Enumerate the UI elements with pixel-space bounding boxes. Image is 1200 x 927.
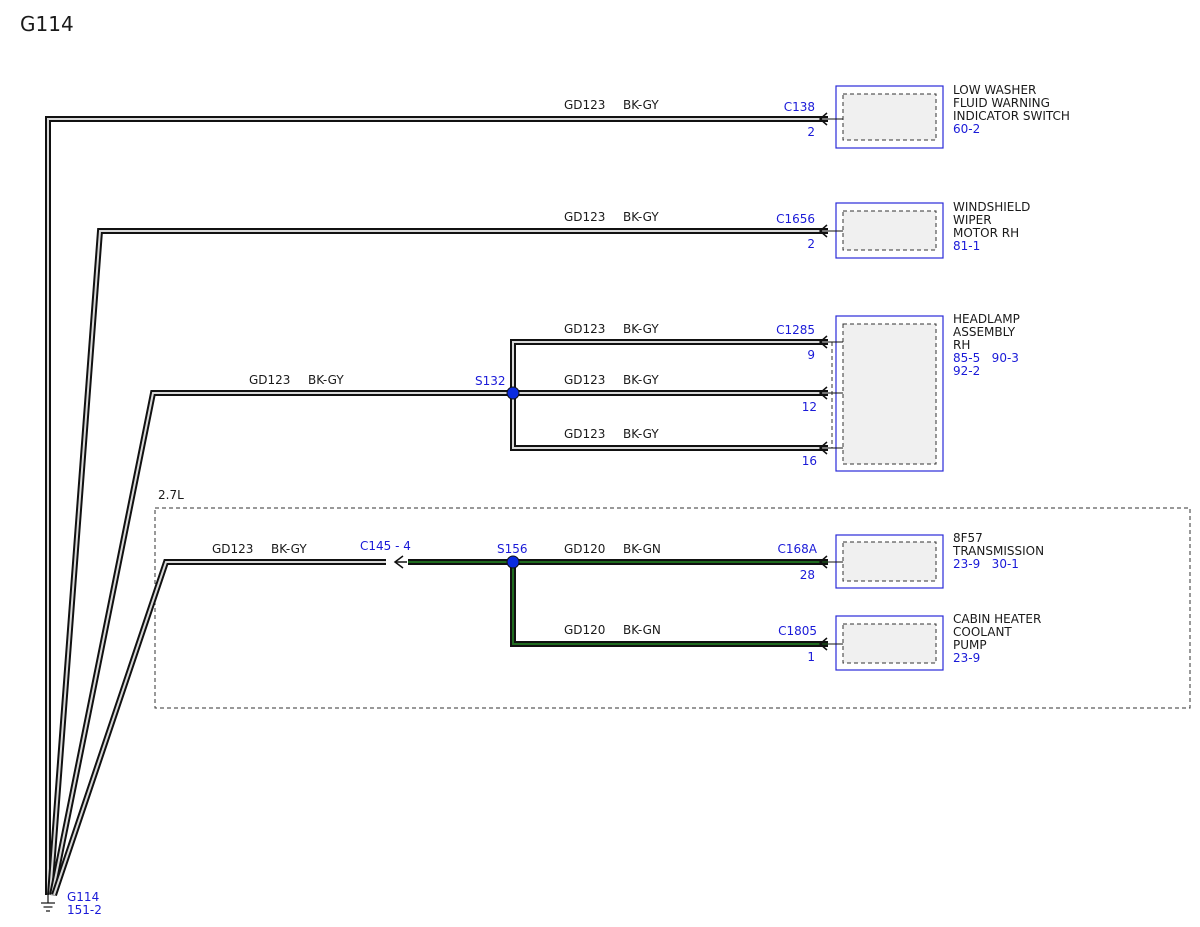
component-name-line: TRANSMISSION — [952, 544, 1044, 558]
connector-id: C1805 — [778, 624, 817, 638]
component-ref-link[interactable]: 92-2 — [953, 364, 980, 378]
wire-ground-s132[interactable] — [49, 390, 513, 896]
wire-color-label: BK-GY — [623, 373, 659, 387]
component-labels: LOW WASHER FLUID WARNING INDICATOR SWITC… — [952, 83, 1070, 665]
component-ref-link[interactable]: 85-5 90-3 — [953, 351, 1019, 365]
wire-s132-c1285-16[interactable] — [510, 393, 828, 451]
connector-id: C1285 — [776, 323, 815, 337]
component-name-line: WIPER — [953, 213, 992, 227]
component-low-washer-switch[interactable] — [835, 85, 944, 149]
component-transmission[interactable] — [835, 534, 944, 589]
wire-color-label: BK-GY — [623, 427, 659, 441]
wire-circuit-label: GD123 — [564, 427, 605, 441]
wire-s132-c1285-9[interactable] — [510, 339, 828, 393]
pin-arrow-icon[interactable] — [818, 555, 843, 569]
wire-circuit-label: GD123 — [564, 322, 605, 336]
component-name-line: FLUID WARNING — [953, 96, 1050, 110]
wire-circuit-label: GD123 — [249, 373, 290, 387]
connector-pin: 1 — [807, 650, 815, 664]
connector-pin: 2 — [807, 125, 815, 139]
connector-pin: 2 — [807, 237, 815, 251]
connector-pin-arrows — [818, 112, 843, 651]
inline-connector-label: C145 - 4 — [360, 539, 411, 553]
component-name-line: RH — [953, 338, 970, 352]
pin-arrow-icon[interactable] — [818, 224, 843, 238]
wire-color-label: BK-GY — [271, 542, 307, 556]
component-name-line: 8F57 — [953, 531, 983, 545]
wire-circuit-label: GD123 — [212, 542, 253, 556]
connector-labels: C138 2 C1656 2 C1285 9 12 16 C168A 28 C1… — [776, 100, 818, 664]
component-name-line: MOTOR RH — [953, 226, 1019, 240]
connector-id: C168A — [778, 542, 818, 556]
component-name-line: CABIN HEATER — [953, 612, 1041, 626]
wire-circuit-label: GD123 — [564, 210, 605, 224]
component-name-line: INDICATOR SWITCH — [953, 109, 1070, 123]
connector-pin: 16 — [802, 454, 817, 468]
wire-color-label: BK-GY — [623, 322, 659, 336]
ground-icon[interactable] — [41, 893, 55, 912]
wire-color-label: BK-GY — [623, 98, 659, 112]
wire-ground-c1656[interactable] — [47, 228, 828, 896]
wire-labels: GD123 BK-GY GD123 BK-GY GD123 BK-GY GD12… — [212, 98, 661, 637]
wires-bk-gn — [408, 559, 828, 647]
component-ref-link[interactable]: 23-9 30-1 — [953, 557, 1019, 571]
ground-ref-link[interactable]: 151-2 — [67, 903, 102, 917]
pin-arrow-icon[interactable] — [818, 637, 843, 651]
page-title: G114 — [20, 12, 74, 36]
splice-label-s132: S132 — [475, 374, 506, 388]
component-ref-link[interactable]: 60-2 — [953, 122, 980, 136]
splice-s156[interactable] — [506, 555, 520, 569]
pin-arrow-icon[interactable] — [818, 386, 843, 400]
wire-s156-c1805[interactable] — [510, 562, 828, 647]
connector-pin: 12 — [802, 400, 817, 414]
inline-connector-c145[interactable] — [393, 555, 407, 569]
wire-circuit-label: GD120 — [564, 623, 605, 637]
wire-color-label: BK-GY — [623, 210, 659, 224]
wire-circuit-label: GD123 — [564, 98, 605, 112]
wire-color-label: BK-GN — [623, 542, 661, 556]
connector-id: C138 — [784, 100, 815, 114]
option-region-label: 2.7L — [158, 488, 184, 502]
component-name-line: ASSEMBLY — [953, 325, 1016, 339]
wire-circuit-label: GD123 — [564, 373, 605, 387]
component-headlamp-assembly[interactable] — [831, 315, 944, 472]
ground-id: G114 — [67, 890, 99, 904]
wire-circuit-label: GD120 — [564, 542, 605, 556]
splice-s132[interactable] — [506, 386, 520, 400]
connector-id: C1656 — [776, 212, 815, 226]
component-name-line: COOLANT — [953, 625, 1012, 639]
wire-ground-c145[interactable] — [51, 559, 386, 896]
wire-ground-c138[interactable] — [45, 116, 828, 895]
wire-color-label: BK-GY — [308, 373, 344, 387]
option-region-2-7l — [154, 507, 1191, 709]
splice-label-s156: S156 — [497, 542, 528, 556]
pin-arrow-icon[interactable] — [818, 335, 843, 349]
connector-pin: 28 — [800, 568, 815, 582]
connector-pin: 9 — [807, 348, 815, 362]
component-name-line: WINDSHIELD — [953, 200, 1030, 214]
component-name-line: LOW WASHER — [953, 83, 1036, 97]
component-ref-link[interactable]: 23-9 — [953, 651, 980, 665]
pin-arrow-icon[interactable] — [818, 112, 843, 126]
pin-arrow-icon[interactable] — [818, 441, 843, 455]
wire-color-label: BK-GN — [623, 623, 661, 637]
component-name-line: PUMP — [953, 638, 987, 652]
component-ref-link[interactable]: 81-1 — [953, 239, 980, 253]
component-name-line: HEADLAMP — [953, 312, 1020, 326]
wires-bk-gy — [45, 116, 828, 896]
component-windshield-wiper-motor[interactable] — [835, 202, 944, 259]
component-cabin-heater-pump[interactable] — [835, 615, 944, 671]
